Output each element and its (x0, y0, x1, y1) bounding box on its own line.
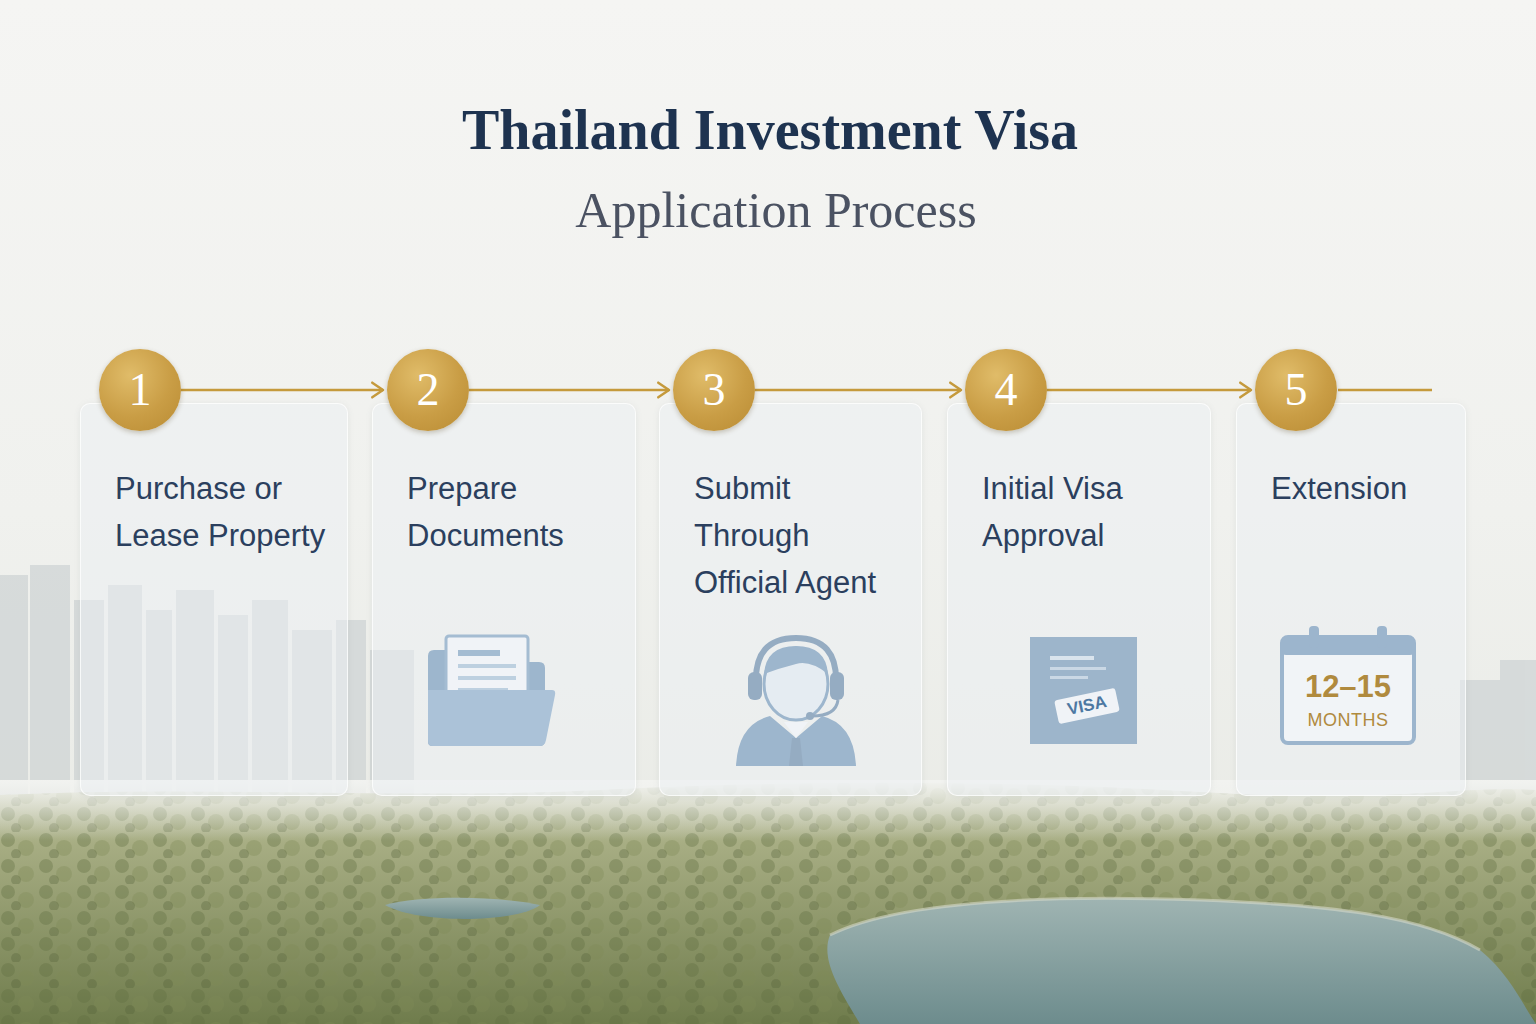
step-title: Extension (1271, 465, 1451, 512)
step-number: 5 (1285, 365, 1308, 415)
step-card: Submit Through Official Agent (659, 403, 922, 796)
step-number: 1 (129, 365, 152, 415)
duration-number: 12–15 (1305, 669, 1391, 705)
step-number-circle: 4 (965, 349, 1047, 431)
step-card: Extension (1236, 403, 1466, 796)
flow-arrow (181, 383, 383, 398)
step-number-circle: 1 (99, 349, 181, 431)
arrow-head (658, 383, 669, 398)
step-number-circle: 5 (1255, 349, 1337, 431)
diagram-title: Thailand Investment Visa (0, 96, 1536, 164)
arrow-head (372, 383, 383, 398)
step-title: Purchase or Lease Property (115, 465, 333, 559)
arrow-head (1240, 383, 1251, 398)
arrow-line (1047, 389, 1251, 392)
arrow-line (469, 389, 669, 392)
flow-arrow (755, 383, 961, 398)
flow-arrow (469, 383, 669, 398)
step-number-circle: 3 (673, 349, 755, 431)
step-card: Prepare Documents (372, 403, 636, 796)
subtitle: Application Process (575, 181, 976, 239)
step-title: Initial Visa Approval (982, 465, 1187, 559)
step-title: Submit Through Official Agent (694, 465, 899, 606)
city-skyline-part (0, 575, 28, 805)
step-card: Purchase or Lease Property (80, 403, 348, 796)
arrow-head (950, 383, 961, 398)
step-number-circle: 2 (387, 349, 469, 431)
lake-shore (830, 898, 1480, 950)
city-skyline-part (30, 565, 70, 805)
arrow-line (181, 389, 383, 392)
step-number: 3 (703, 365, 726, 415)
flow-arrow (1047, 383, 1251, 398)
title-rule (478, 267, 1092, 270)
step-number: 4 (995, 365, 1018, 415)
trailing-line (1338, 389, 1432, 392)
arrow-line (755, 389, 961, 392)
pond (385, 898, 540, 919)
duration-unit: MONTHS (1308, 710, 1389, 731)
step-number: 2 (417, 365, 440, 415)
step-card: Initial Visa Approval (947, 403, 1211, 796)
lake (827, 898, 1536, 1024)
step-title: Prepare Documents (407, 465, 612, 559)
